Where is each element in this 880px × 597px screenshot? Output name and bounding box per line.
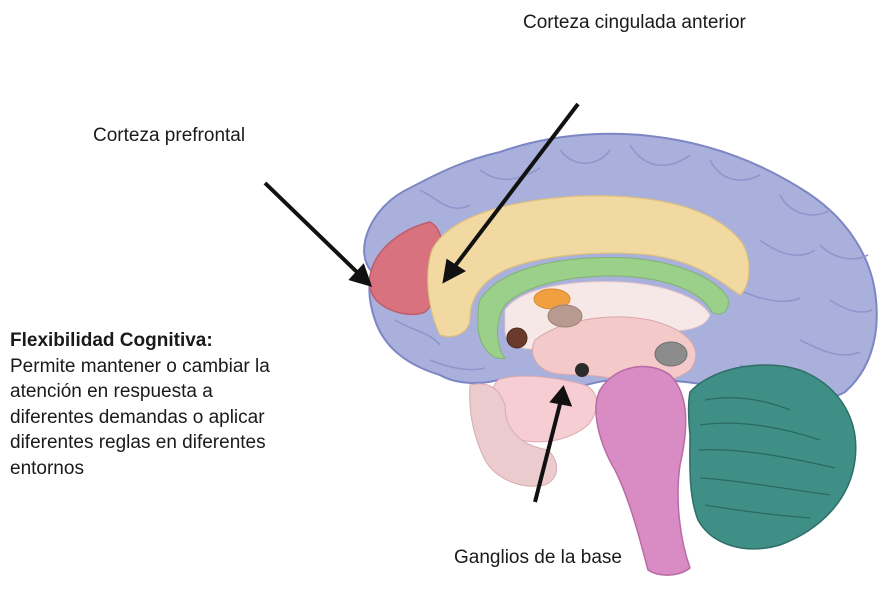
dark-nucleus bbox=[506, 327, 528, 349]
black-nucleus bbox=[575, 363, 589, 377]
arrow-prefrontal bbox=[263, 181, 363, 278]
cerebellum-folia bbox=[697, 397, 836, 519]
arrow-anterior-cingulate bbox=[450, 102, 580, 272]
cerebellum bbox=[687, 364, 857, 550]
arrow-basal-ganglia bbox=[533, 399, 563, 503]
temporal-lobe bbox=[469, 383, 558, 487]
label-anterior-cingulate: Corteza cingulada anterior bbox=[523, 12, 746, 33]
green-band bbox=[477, 257, 729, 360]
description-body: Permite mantener o cambiar la atención e… bbox=[10, 355, 270, 479]
gray-nucleus bbox=[654, 341, 688, 367]
label-basal-ganglia: Ganglios de la base bbox=[454, 547, 622, 568]
arrows bbox=[263, 102, 580, 503]
arrowhead-anterior-cingulate bbox=[442, 258, 466, 284]
arrowhead-prefrontal bbox=[348, 263, 373, 288]
tan-nucleus bbox=[547, 304, 583, 328]
label-prefrontal-cortex: Corteza prefrontal bbox=[93, 125, 246, 146]
cingulate-cortex bbox=[427, 195, 750, 338]
brainstem bbox=[595, 365, 691, 576]
arrowhead-basal-ganglia bbox=[549, 385, 573, 407]
description-title: Flexibilidad Cognitiva: bbox=[10, 330, 213, 351]
description-block: Flexibilidad Cognitiva: Permite mantener… bbox=[10, 328, 272, 481]
